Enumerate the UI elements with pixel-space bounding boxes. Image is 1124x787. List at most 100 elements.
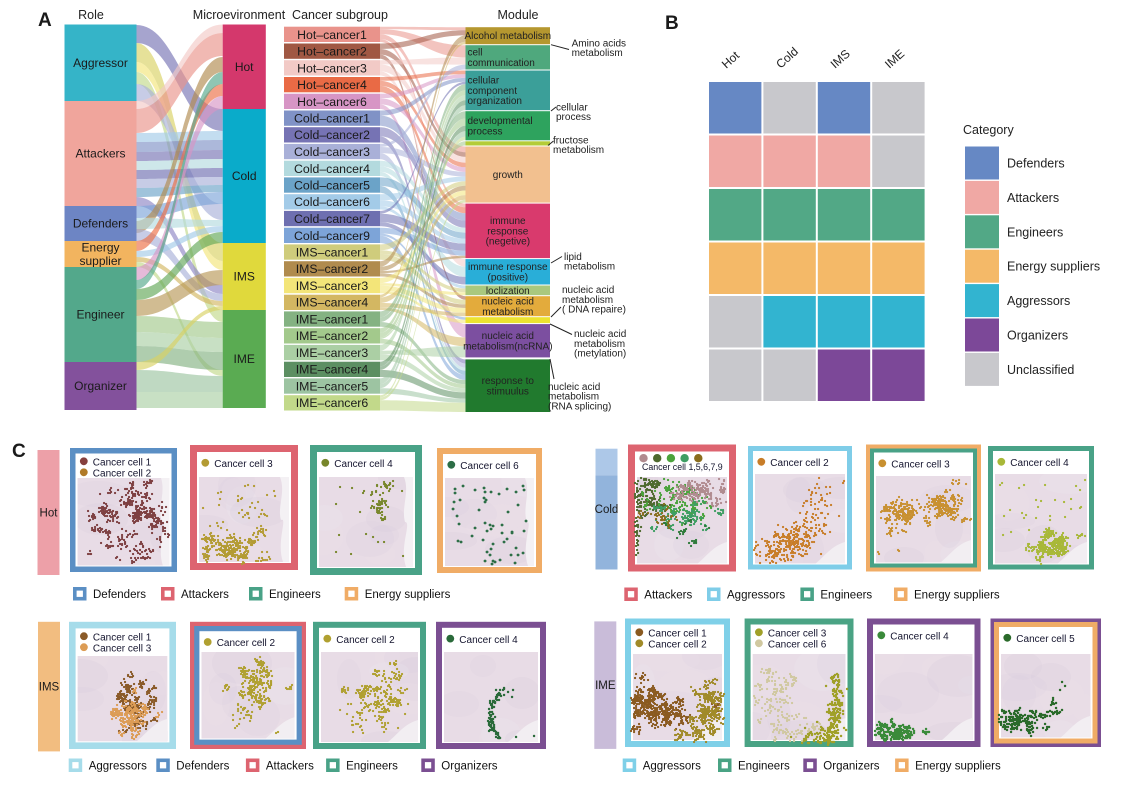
svg-text:B: B xyxy=(665,13,679,34)
svg-text:Defenders: Defenders xyxy=(1007,157,1065,171)
svg-text:A: A xyxy=(38,10,52,31)
svg-text:Engineers: Engineers xyxy=(269,589,321,601)
svg-text:Cancer cell 2: Cancer cell 2 xyxy=(93,469,152,480)
svg-text:Cancer cell 3: Cancer cell 3 xyxy=(93,643,152,654)
svg-text:IMS–cancer4: IMS–cancer4 xyxy=(296,296,369,310)
svg-text:cell: cell xyxy=(468,48,483,59)
svg-text:Organizers: Organizers xyxy=(1007,329,1068,343)
svg-text:IMS: IMS xyxy=(39,682,60,694)
svg-text:Cancer cell 2: Cancer cell 2 xyxy=(648,640,707,651)
svg-text:process: process xyxy=(556,112,591,123)
svg-text:Energy suppliers: Energy suppliers xyxy=(365,589,451,601)
svg-text:Defenders: Defenders xyxy=(73,217,128,231)
svg-text:Cold–cancer6: Cold–cancer6 xyxy=(294,195,370,209)
svg-text:Cancer cell 2: Cancer cell 2 xyxy=(336,635,395,646)
svg-text:Cold–cancer7: Cold–cancer7 xyxy=(294,212,370,226)
svg-text:process: process xyxy=(468,126,503,137)
svg-text:Cancer cell 3: Cancer cell 3 xyxy=(214,459,273,470)
svg-text:Hot–cancer2: Hot–cancer2 xyxy=(297,45,367,59)
svg-text:Cancer cell 4: Cancer cell 4 xyxy=(459,635,518,646)
svg-text:Cancer cell 4: Cancer cell 4 xyxy=(890,632,949,643)
svg-text:Cold–cancer1: Cold–cancer1 xyxy=(294,112,370,126)
svg-text:nucleic acid: nucleic acid xyxy=(574,329,626,340)
svg-text:IME–cancer5: IME–cancer5 xyxy=(296,380,369,394)
svg-text:component: component xyxy=(468,86,518,97)
svg-text:IME: IME xyxy=(882,47,907,72)
svg-text:Cancer cell 2: Cancer cell 2 xyxy=(217,638,276,649)
svg-text:Cold: Cold xyxy=(595,504,619,516)
svg-text:(metylation): (metylation) xyxy=(574,349,626,360)
svg-text:Cold–cancer9: Cold–cancer9 xyxy=(294,229,370,243)
svg-text:Energy: Energy xyxy=(81,241,119,255)
svg-text:Aggressors: Aggressors xyxy=(1007,294,1070,308)
svg-text:Microevironment: Microevironment xyxy=(193,8,286,22)
svg-text:metabolism(ncRNA): metabolism(ncRNA) xyxy=(463,341,552,352)
svg-text:nucleic acid: nucleic acid xyxy=(562,285,614,296)
svg-text:Cold–cancer4: Cold–cancer4 xyxy=(294,162,370,176)
svg-text:IMS: IMS xyxy=(828,47,853,72)
svg-text:developmental: developmental xyxy=(468,116,533,127)
svg-text:stimuulus: stimuulus xyxy=(487,386,529,397)
svg-text:Defenders: Defenders xyxy=(93,589,146,601)
svg-text:Cancer cell 2: Cancer cell 2 xyxy=(770,458,829,469)
svg-text:Attackers: Attackers xyxy=(644,590,692,602)
svg-text:supplier: supplier xyxy=(79,254,121,268)
svg-text:Cold–cancer5: Cold–cancer5 xyxy=(294,179,370,193)
svg-text:Amino acids: Amino acids xyxy=(572,38,626,49)
svg-text:IME: IME xyxy=(595,680,616,692)
svg-text:Cancer cell 4: Cancer cell 4 xyxy=(1010,458,1069,469)
svg-text:Hot: Hot xyxy=(235,60,254,74)
svg-text:Hot–cancer1: Hot–cancer1 xyxy=(297,28,367,42)
svg-text:IMS–cancer2: IMS–cancer2 xyxy=(296,262,369,276)
svg-text:metabolism: metabolism xyxy=(553,145,604,156)
svg-text:Unclassified: Unclassified xyxy=(1007,363,1074,377)
svg-text:Cancer cell 6: Cancer cell 6 xyxy=(768,640,827,651)
svg-text:Alcohol metabolism: Alcohol metabolism xyxy=(464,31,551,42)
svg-text:nucleic acid: nucleic acid xyxy=(482,331,534,342)
svg-text:nucleic acid: nucleic acid xyxy=(482,296,534,307)
svg-text:Cancer cell 4: Cancer cell 4 xyxy=(334,459,393,470)
svg-text:Aggressors: Aggressors xyxy=(727,590,785,602)
svg-text:Cold–cancer3: Cold–cancer3 xyxy=(294,145,370,159)
svg-text:Energy suppliers: Energy suppliers xyxy=(915,761,1001,773)
svg-text:Engineer: Engineer xyxy=(76,308,124,322)
svg-text:Cold: Cold xyxy=(773,44,801,71)
svg-text:growth: growth xyxy=(493,170,523,181)
svg-text:organization: organization xyxy=(468,96,522,107)
svg-text:(positive): (positive) xyxy=(488,272,529,283)
svg-text:Cancer cell 6: Cancer cell 6 xyxy=(460,461,519,472)
svg-text:IMS: IMS xyxy=(234,270,255,284)
svg-text:Energy suppliers: Energy suppliers xyxy=(1007,260,1100,274)
svg-text:Attackers: Attackers xyxy=(1007,191,1059,205)
svg-text:IME: IME xyxy=(234,352,255,366)
svg-text:Hot: Hot xyxy=(719,48,743,71)
svg-text:(negetive): (negetive) xyxy=(486,237,530,248)
svg-text:Organizers: Organizers xyxy=(823,761,879,773)
svg-text:IME–cancer4: IME–cancer4 xyxy=(296,363,369,377)
svg-text:Engineers: Engineers xyxy=(738,761,790,773)
svg-text:metabolism: metabolism xyxy=(482,307,533,318)
svg-text:Cancer subgroup: Cancer subgroup xyxy=(292,8,388,22)
svg-text:(RNA splicing): (RNA splicing) xyxy=(548,401,611,412)
svg-text:Cold–cancer2: Cold–cancer2 xyxy=(294,128,370,142)
svg-text:IME–cancer2: IME–cancer2 xyxy=(296,329,369,343)
svg-text:( DNA repaire): ( DNA repaire) xyxy=(562,305,626,316)
svg-text:Cancer cell 1: Cancer cell 1 xyxy=(93,458,152,469)
svg-text:Aggressor: Aggressor xyxy=(73,56,128,70)
svg-text:Cold: Cold xyxy=(232,169,257,183)
svg-text:Cancer cell 1,5,6,7,9: Cancer cell 1,5,6,7,9 xyxy=(642,462,723,472)
svg-text:immune: immune xyxy=(490,216,526,227)
svg-text:metabolism: metabolism xyxy=(572,48,623,59)
svg-text:IME–cancer3: IME–cancer3 xyxy=(296,346,369,360)
svg-text:Organizer: Organizer xyxy=(74,379,127,393)
svg-text:Category: Category xyxy=(963,123,1014,137)
svg-text:Cancer cell 1: Cancer cell 1 xyxy=(93,632,152,643)
svg-text:immune response: immune response xyxy=(468,262,548,273)
svg-text:Aggressors: Aggressors xyxy=(89,761,147,773)
svg-text:lipid: lipid xyxy=(564,252,582,263)
svg-text:Module: Module xyxy=(498,8,539,22)
svg-text:Hot–cancer6: Hot–cancer6 xyxy=(297,95,367,109)
svg-text:Attackers: Attackers xyxy=(75,147,125,161)
svg-text:Cancer cell 5: Cancer cell 5 xyxy=(1016,634,1075,645)
svg-text:IMS–cancer3: IMS–cancer3 xyxy=(296,279,369,293)
